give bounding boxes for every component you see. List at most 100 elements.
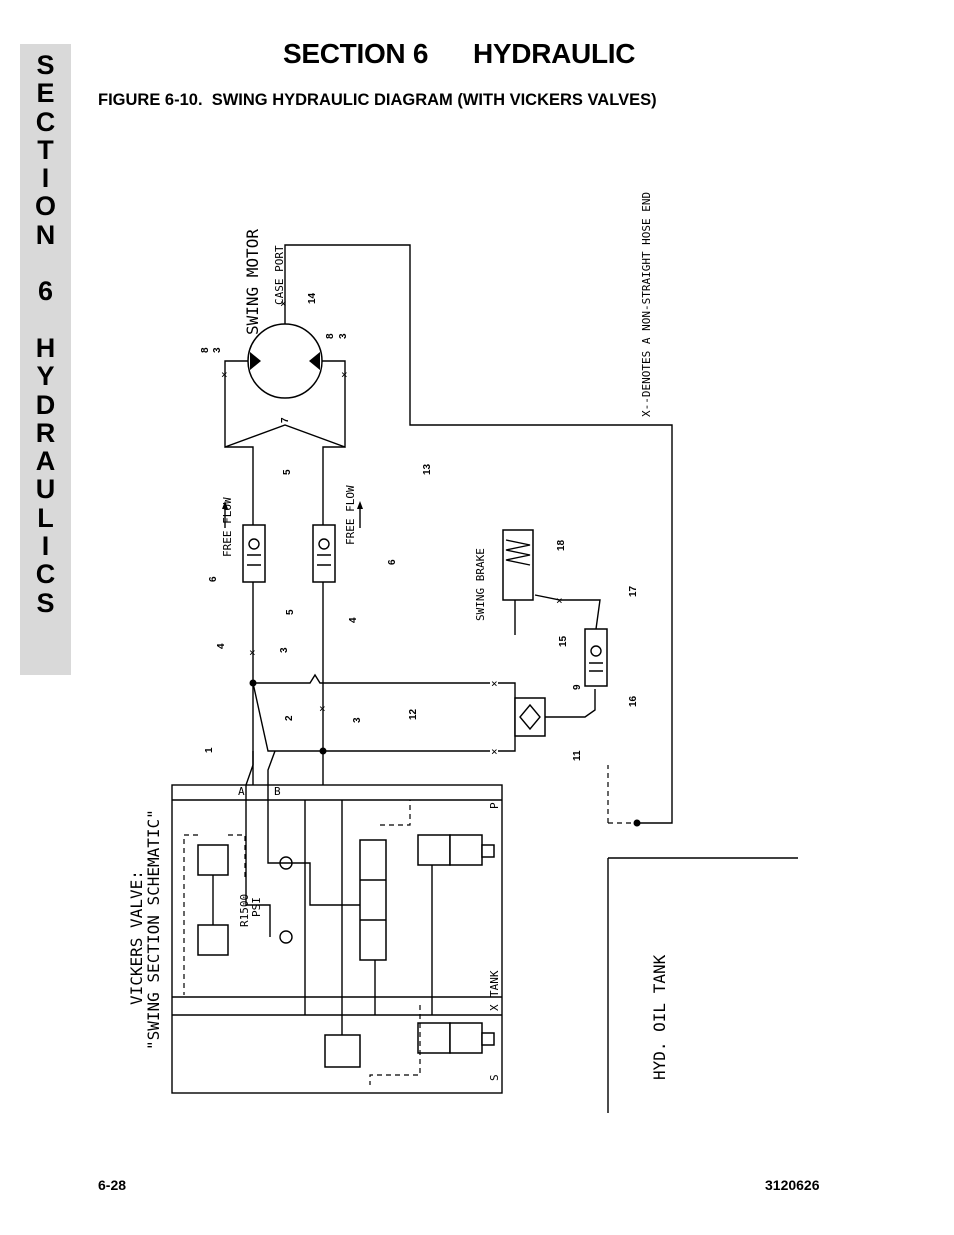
port-tank-label: TANK <box>488 970 501 997</box>
side-tab-letter: N <box>35 219 56 250</box>
port-a-label: A <box>238 785 245 798</box>
x-mark: × <box>341 368 348 381</box>
valve-title-2: "SWING SECTION SCHEMATIC" <box>144 809 163 1050</box>
section-side-tab: S E C T I O N 6 H Y D R A U L I C S <box>20 44 71 675</box>
relief-unit-label: PSI <box>250 897 263 917</box>
callout-2: 2 <box>284 715 295 721</box>
side-tab-letter: Y <box>36 361 55 392</box>
solenoid-valve-upper <box>417 834 451 866</box>
side-tab-letter: U <box>35 474 56 505</box>
arrowhead-icon <box>357 501 363 509</box>
side-tab-letter: T <box>37 134 54 165</box>
internal-line-a <box>245 800 271 937</box>
motor-port-arrow-icon <box>309 352 320 370</box>
x-mark: × <box>556 594 563 607</box>
callout-12: 12 <box>408 708 419 720</box>
side-tab-letter: C <box>35 106 56 137</box>
callout-3: 3 <box>212 347 223 353</box>
x-mark: × <box>280 297 287 310</box>
line-to-check-valve-left <box>225 446 254 525</box>
check-ball-icon <box>590 645 602 657</box>
solenoid-coil-icon <box>481 1032 495 1046</box>
side-tab-letter: S <box>36 587 55 618</box>
callout-8: 8 <box>200 347 211 353</box>
port-p-label: P <box>488 802 501 809</box>
page-number: 6-28 <box>98 1177 127 1193</box>
figure-title: FIGURE 6-10. SWING HYDRAULIC DIAGRAM (WI… <box>98 91 657 109</box>
document-number: 3120626 <box>765 1177 820 1193</box>
callout-3: 3 <box>279 647 290 653</box>
callout-11: 11 <box>572 750 583 761</box>
side-tab-letters: S E C T I O N 6 H Y D R A U L I C S <box>20 51 71 617</box>
orifice-icon <box>589 662 603 672</box>
hose-2-crossing <box>252 682 490 752</box>
hydraulic-schematic-svg: X--DENOTES A NON-STRAIGHT HOSE END SWING… <box>127 192 798 1113</box>
solenoid-valve-upper-b <box>449 834 483 866</box>
callout-5: 5 <box>285 609 296 615</box>
x-mark: × <box>249 646 256 659</box>
brake-spring-icon <box>505 539 531 566</box>
hose-9 <box>545 689 596 718</box>
port-s-label: S <box>488 1074 501 1081</box>
x-mark: × <box>319 702 326 715</box>
internal-line-b <box>267 800 360 906</box>
pilot-line-4 <box>369 1005 421 1085</box>
junction-dot <box>633 819 641 827</box>
side-tab-letter: S <box>36 50 55 80</box>
swing-brake-label: SWING BRAKE <box>474 548 487 621</box>
relief-valve-lower <box>197 924 229 956</box>
callout-6: 6 <box>387 559 398 565</box>
callout-4: 4 <box>348 617 359 623</box>
callout-17: 17 <box>628 585 639 597</box>
legend-text: X--DENOTES A NON-STRAIGHT HOSE END <box>640 192 653 417</box>
check-valve-6-left <box>242 524 266 583</box>
x-mark: × <box>491 745 498 758</box>
callout-3: 3 <box>352 717 363 723</box>
callout-16: 16 <box>628 695 639 707</box>
callout-13: 13 <box>422 463 433 475</box>
side-tab-letter: A <box>35 446 56 477</box>
motor-port-arrow-icon <box>250 352 261 370</box>
orifice-icon <box>317 554 331 566</box>
check-valve-internal <box>324 1034 361 1068</box>
side-tab-letter: I <box>41 163 50 194</box>
line-to-check-valve-right <box>322 446 345 525</box>
port-x-label: X <box>488 1004 501 1011</box>
port-b-line <box>267 750 276 800</box>
side-tab-letter: C <box>35 559 56 590</box>
callout-3: 3 <box>338 333 349 339</box>
side-tab-letter: R <box>35 417 56 448</box>
solenoid-valve-lower-b <box>449 1022 483 1054</box>
valve-title-1: VICKERS VALVE: <box>127 870 146 1005</box>
check-valve-6-right <box>312 524 336 583</box>
relief-valve-upper <box>197 844 229 876</box>
hose-17 <box>534 594 601 630</box>
callout-6: 6 <box>208 576 219 582</box>
x-mark: × <box>491 677 498 690</box>
pilot-line-2 <box>228 834 246 880</box>
pilot-line-3 <box>380 800 411 826</box>
callout-15: 15 <box>558 635 569 647</box>
hose-13-line <box>284 244 673 824</box>
free-flow-label-right: FREE FLOW <box>344 485 357 545</box>
check-ball-icon <box>248 538 260 550</box>
free-flow-label-left: FREE FLOW <box>221 497 234 557</box>
callout-5: 5 <box>282 469 293 475</box>
arrowhead-icon <box>222 501 228 509</box>
vickers-valve-outline <box>171 784 503 1094</box>
callout-1: 1 <box>204 747 215 753</box>
hose-3-upper <box>253 673 490 684</box>
tank-label: HYD. OIL TANK <box>650 954 669 1080</box>
check-valve-15 <box>584 628 608 687</box>
side-tab-letter: E <box>36 78 55 109</box>
port-a-line <box>245 751 254 800</box>
solenoid-valve-lower <box>417 1022 451 1054</box>
check-ball-icon <box>279 930 293 944</box>
pilot-line <box>183 834 198 995</box>
callout-4: 4 <box>216 643 227 649</box>
check-ball-icon <box>318 538 330 550</box>
side-tab-letter: I <box>41 531 50 562</box>
section-title: SECTION 6 HYDRAULIC <box>283 38 636 69</box>
shuttle-valve-icon <box>519 703 541 731</box>
callout-8: 8 <box>325 333 336 339</box>
